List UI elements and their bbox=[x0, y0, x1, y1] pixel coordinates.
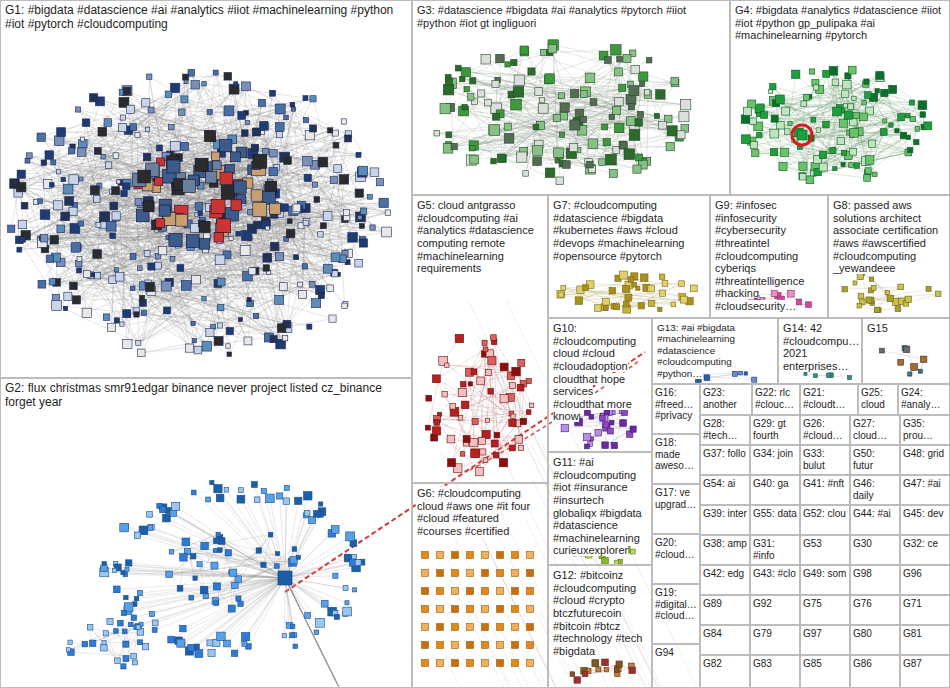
canvas: G1: #bigdata #datascience #ai #analytics… bbox=[0, 0, 950, 688]
